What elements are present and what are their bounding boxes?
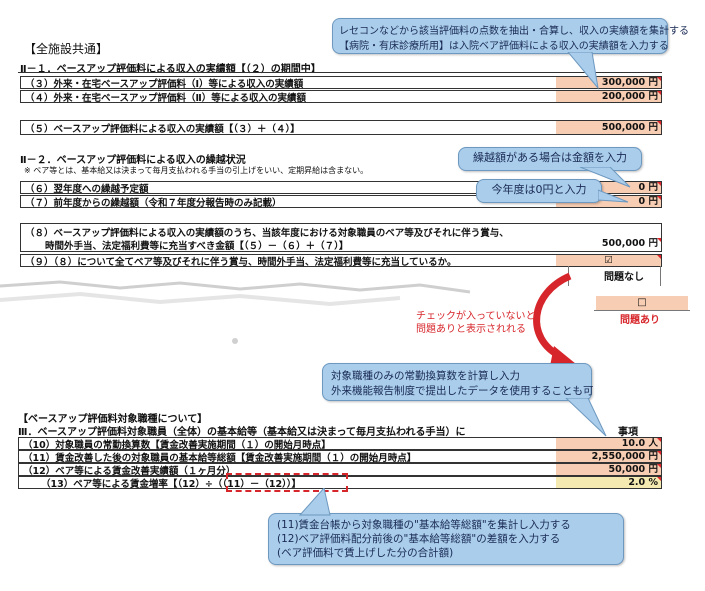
callout-revenue-pointer bbox=[567, 52, 599, 90]
cell-marker bbox=[657, 255, 661, 259]
formula-highlight bbox=[226, 473, 348, 492]
cell-marker bbox=[657, 196, 661, 200]
row-11-label: （11）賃金改善した後の対象職員の基本給等総額【賃金改善実施期間（１）の開始月時… bbox=[23, 453, 417, 464]
row-4: （４）外来・在宅ベースアップ評価料（Ⅱ）等による収入の実績額 200,000 円 bbox=[20, 90, 662, 104]
alert-note-line2: 問題ありと表示されれる bbox=[416, 324, 526, 335]
section3-title-tail: 事項 bbox=[618, 427, 638, 438]
callout-this-year-pointer bbox=[598, 189, 629, 203]
row-8-line1: （８）ベースアップ評価料による収入の実績額のうち、当該年度における対象職員のベア… bbox=[25, 228, 509, 239]
row-13: （13）ベア等による賃金増率【（12）÷（（11）－（12））】 2.0 % bbox=[18, 476, 662, 490]
row-11-value[interactable]: 2,550,000 円 bbox=[556, 451, 661, 462]
row-9-checkbox[interactable]: ☑ bbox=[556, 255, 661, 266]
cell-marker bbox=[657, 464, 661, 468]
row-7-label: （７）前年度からの繰越額（令和７年度分報告時のみ記載） bbox=[25, 198, 282, 209]
row-9: （９）（８）について全てベア等及びそれに伴う賞与、時間外手当、法定福利費等に充当… bbox=[20, 254, 662, 268]
row-9-label: （９）（８）について全てベア等及びそれに伴う賞与、時間外手当、法定福利費等に充当… bbox=[25, 257, 457, 268]
cell-marker bbox=[657, 91, 661, 95]
row-12: （12）ベア等による賃金改善実績額（１ヶ月分） 50,000 円 bbox=[18, 463, 662, 477]
callout-salary: (11)賃金台帳から対象職種の"基本給等総額"を集計し入力する (12)ベア評価… bbox=[268, 513, 624, 565]
cell-marker bbox=[657, 182, 661, 186]
torn-edge bbox=[0, 280, 471, 307]
cell-marker bbox=[657, 121, 661, 125]
alert-note-line1: チェックが入っていないと bbox=[416, 311, 536, 322]
callout-salary-pointer bbox=[298, 488, 331, 516]
cell-marker bbox=[657, 477, 661, 481]
row-5: （５）ベースアップ評価料による収入の実績額【（３）＋（４）】 500,000 円 bbox=[20, 120, 662, 135]
section3-title: Ⅲ．ベースアップ評価料対象職員（全体）の基本給等（基本給又は決まって毎月支払われ… bbox=[18, 427, 466, 438]
row-7-value[interactable]: 0 円 bbox=[556, 196, 661, 207]
row-10-value[interactable]: 10.0 人 bbox=[556, 438, 661, 449]
cell-marker bbox=[657, 451, 661, 455]
row-13-value: 2.0 % bbox=[556, 477, 661, 488]
callout-carryover: 繰越額がある場合は金額を入力 bbox=[458, 147, 642, 171]
row-3-value[interactable]: 300,000 円 bbox=[556, 77, 661, 88]
row-8-line2: 時間外手当、法定福利費等に充当すべき金額【（５）－（６）＋（７）】 bbox=[45, 241, 349, 252]
row-12-label: （12）ベア等による賃金改善実績額（１ヶ月分） bbox=[23, 466, 236, 477]
row-8: （８）ベースアップ評価料による収入の実績額のうち、当該年度における対象職員のベア… bbox=[20, 223, 662, 252]
example-checkbox: □ bbox=[596, 296, 688, 310]
row-13-label: （13）ベア等による賃金増率【（12）÷（（11）－（12））】 bbox=[41, 479, 302, 490]
section2-title: Ⅱ－２．ベースアップ評価料による収入の繰越状況 bbox=[20, 155, 246, 166]
example-status: 問題あり bbox=[620, 315, 660, 326]
callout-fte-pointer bbox=[565, 398, 607, 437]
row-3: （３）外来・在宅ベースアップ評価料（Ⅰ）等による収入の実績額 300,000 円 bbox=[20, 76, 662, 90]
callout-revenue: レセコンなどから該当評価料の点数を抽出・合算し、収入の実績額を集計する 【病院・… bbox=[332, 18, 689, 54]
callout-carryover-pointer bbox=[579, 167, 631, 188]
row-10: （10）対象職員の常勤換算数【賃金改善実施期間（１）の開始月時点】 10.0 人 bbox=[18, 437, 662, 451]
cell-marker bbox=[657, 438, 661, 442]
row-6-label: （６）翌年度への繰越予定額 bbox=[25, 184, 149, 195]
red-arrow bbox=[533, 272, 576, 366]
callout-fte: 対象職種のみの常勤換算数を計算し入力 外来機能報告制度で提出したデータを使用する… bbox=[322, 363, 594, 401]
scope-label: 【全施設共通】 bbox=[24, 42, 109, 56]
section3-bracket-title: 【ベースアップ評価料対象職種について】 bbox=[18, 414, 208, 425]
row-10-label: （10）対象職員の常勤換算数【賃金改善実施期間（１）の開始月時点】 bbox=[23, 440, 331, 451]
callout-this-year: 今年度は0円と入力 bbox=[476, 179, 602, 203]
cell-marker bbox=[657, 77, 661, 81]
section1-title: Ⅱ－１．ベースアップ評価料による収入の実績額【（２）の期間中】 bbox=[20, 64, 321, 75]
row-5-label: （５）ベースアップ評価料による収入の実績額【（３）＋（４）】 bbox=[25, 124, 300, 135]
row-3-label: （３）外来・在宅ベースアップ評価料（Ⅰ）等による収入の実績額 bbox=[25, 79, 304, 90]
row-12-value[interactable]: 50,000 円 bbox=[556, 464, 661, 475]
row-9-status: 問題なし bbox=[604, 272, 644, 283]
row-11: （11）賃金改善した後の対象職員の基本給等総額【賃金改善実施期間（１）の開始月時… bbox=[18, 450, 662, 464]
row-4-value[interactable]: 200,000 円 bbox=[556, 91, 661, 102]
row-8-value: 500,000 円 bbox=[556, 238, 661, 249]
cell-marker bbox=[657, 238, 661, 242]
row-6-value[interactable]: 0 円 bbox=[556, 182, 661, 193]
row-5-value: 500,000 円 bbox=[556, 121, 661, 134]
section2-note: ※ ベア等とは、基本給又は決まって毎月支払われる手当の引上げをいい、定期昇給は含… bbox=[24, 166, 369, 175]
row-4-label: （４）外来・在宅ベースアップ評価料（Ⅱ）等による収入の実績額 bbox=[25, 93, 306, 104]
